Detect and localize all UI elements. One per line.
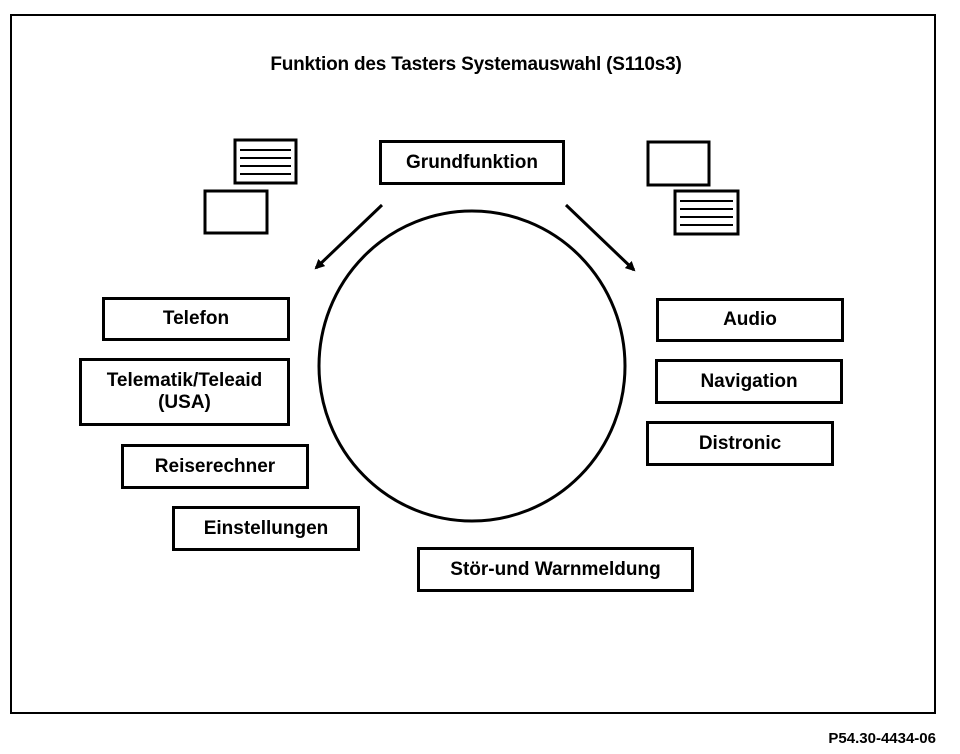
- box-audio: Audio: [656, 298, 844, 342]
- display-icon-right-blank: [646, 140, 711, 187]
- box-reiserechner: Reiserechner: [121, 444, 309, 489]
- display-icon-right-menu: [673, 189, 740, 236]
- box-distronic: Distronic: [646, 421, 834, 466]
- box-stoer-und-warnmeldung: Stör-und Warnmeldung: [417, 547, 694, 592]
- display-icon-left-menu: [233, 138, 298, 185]
- cycle-circle: [317, 209, 627, 523]
- display-icon-left-blank: [203, 189, 269, 235]
- box-telefon: Telefon: [102, 297, 290, 341]
- box-telematik: Telematik/Teleaid (USA): [79, 358, 290, 426]
- figure-id: P54.30-4434-06: [828, 730, 936, 747]
- box-grundfunktion: Grundfunktion: [379, 140, 565, 185]
- arrow-right: [564, 203, 636, 272]
- box-navigation: Navigation: [655, 359, 843, 404]
- diagram-frame: [10, 14, 936, 714]
- box-einstellungen: Einstellungen: [172, 506, 360, 551]
- arrow-left: [314, 203, 384, 270]
- diagram-title: Funktion des Tasters Systemauswahl (S110…: [270, 54, 682, 75]
